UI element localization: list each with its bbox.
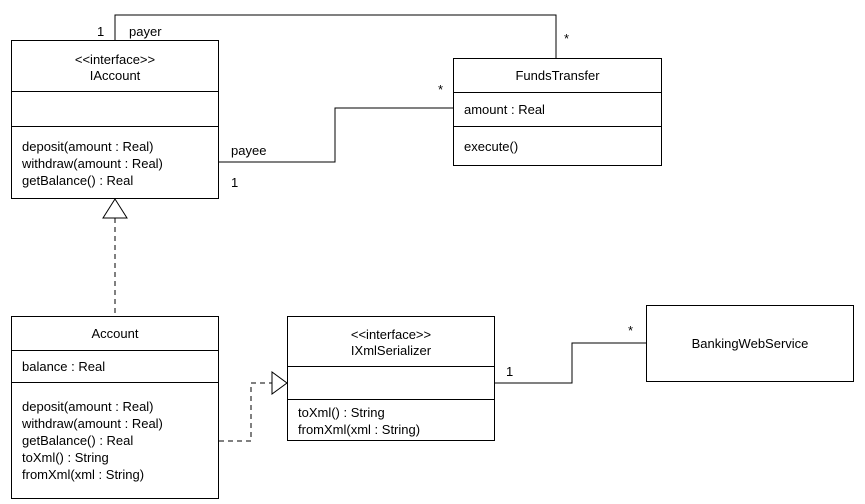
funds-transfer-operations: execute() <box>454 127 661 155</box>
funds-transfer-class[interactable]: FundsTransfer amount : Real execute() <box>453 58 662 166</box>
funds-transfer-attribute: amount : Real <box>464 102 545 117</box>
account-operation: withdraw(amount : Real) <box>22 416 163 431</box>
iaccount-operations: deposit(amount : Real) withdraw(amount :… <box>12 127 218 189</box>
serializer-service-association-line <box>495 342 646 384</box>
payer-funds-transfer-multiplicity: * <box>564 31 570 46</box>
realization-arrowhead <box>102 198 128 219</box>
banking-web-service-name: BankingWebService <box>691 336 809 351</box>
account-operation: getBalance() : Real <box>22 433 134 448</box>
iaccount-operation: deposit(amount : Real) <box>22 139 154 154</box>
iaccount-operation: getBalance() : Real <box>22 173 134 188</box>
iaccount-class[interactable]: <<interface>> IAccount deposit(amount : … <box>11 40 219 199</box>
account-header: Account <box>12 317 218 351</box>
payee-role-label: payee <box>231 143 267 158</box>
account-operation: fromXml(xml : String) <box>22 467 145 482</box>
payer-iaccount-multiplicity: 1 <box>97 24 105 39</box>
ixml-serializer-class[interactable]: <<interface>> IXmlSerializer toXml() : S… <box>287 316 495 441</box>
iaccount-attributes <box>12 92 218 127</box>
iaccount-stereotype: <<interface>> <box>74 52 156 67</box>
iaccount-name: IAccount <box>89 68 141 83</box>
iaccount-header: <<interface>> IAccount <box>12 41 218 92</box>
payee-funds-transfer-multiplicity: * <box>438 82 444 97</box>
serializer-realization-dashed-line <box>219 382 272 442</box>
payee-iaccount-multiplicity: 1 <box>231 175 239 190</box>
account-name: Account <box>91 326 139 341</box>
ixml-serializer-stereotype: <<interface>> <box>350 327 432 342</box>
serializer-realization-arrowhead <box>271 371 288 395</box>
payer-role-label: payer <box>129 24 162 39</box>
ixml-serializer-operation: fromXml(xml : String) <box>298 422 421 437</box>
serializer-multiplicity: 1 <box>506 364 514 379</box>
account-attribute: balance : Real <box>22 359 106 374</box>
payee-association-line <box>219 107 453 163</box>
ixml-serializer-operation: toXml() : String <box>298 405 385 420</box>
ixml-serializer-name: IXmlSerializer <box>350 343 432 358</box>
service-multiplicity: * <box>628 323 634 338</box>
funds-transfer-attributes: amount : Real <box>454 93 661 127</box>
funds-transfer-operation: execute() <box>464 139 519 154</box>
ixml-serializer-header: <<interface>> IXmlSerializer <box>288 317 494 367</box>
banking-web-service-class[interactable]: BankingWebService <box>646 305 854 382</box>
account-operation: toXml() : String <box>22 450 109 465</box>
iaccount-operation: withdraw(amount : Real) <box>22 156 163 171</box>
account-attributes: balance : Real <box>12 351 218 383</box>
ixml-serializer-attributes <box>288 367 494 400</box>
funds-transfer-name: FundsTransfer <box>515 68 600 83</box>
ixml-serializer-operations: toXml() : String fromXml(xml : String) <box>288 400 494 438</box>
account-class[interactable]: Account balance : Real deposit(amount : … <box>11 316 219 499</box>
funds-transfer-header: FundsTransfer <box>454 59 661 93</box>
account-operations: deposit(amount : Real) withdraw(amount :… <box>12 383 218 483</box>
account-operation: deposit(amount : Real) <box>22 399 154 414</box>
payer-association-line <box>114 14 557 58</box>
